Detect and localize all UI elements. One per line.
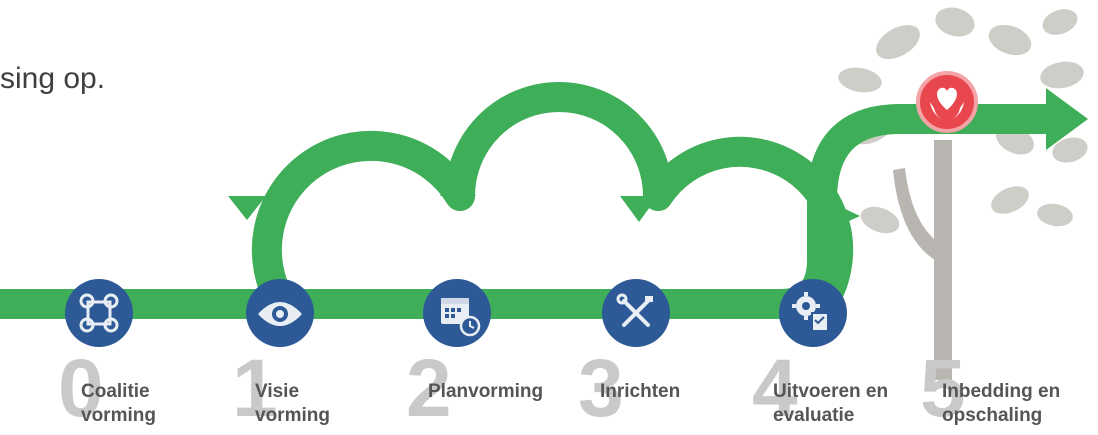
step-1-circle xyxy=(246,279,314,347)
step-5-label-line2: opschaling xyxy=(942,405,1043,426)
calendar-clock-icon xyxy=(441,298,481,337)
step-2-label-line1: Planvorming xyxy=(428,381,544,402)
step-3-label-line1: Inrichten xyxy=(600,381,681,402)
coalition-puzzle-icon xyxy=(79,293,119,333)
eye-icon xyxy=(258,302,302,326)
step-4-label: Uitvoeren en evaluatie xyxy=(773,380,888,428)
step-5-circle xyxy=(916,71,978,133)
step-0-label: Coalitie vorming xyxy=(81,380,156,428)
step-4-circle xyxy=(779,279,847,347)
step-1-number: 1 xyxy=(232,343,278,434)
step-4-label-line2: evaluatie xyxy=(773,405,855,426)
process-arrow xyxy=(0,82,1048,319)
step-1-label-line1: Visie xyxy=(255,381,300,402)
heading-text: sing op. xyxy=(0,62,106,95)
step-5-number: 5 xyxy=(920,343,966,434)
gear-checklist-icon xyxy=(792,292,829,332)
step-1-label-line2: vorming xyxy=(255,405,330,426)
step-0-label-line2: vorming xyxy=(81,405,156,426)
loop-arrow-heads xyxy=(228,170,860,234)
step-3-label: Inrichten xyxy=(600,380,680,404)
tools-icon xyxy=(616,293,653,327)
step-2-number: 2 xyxy=(406,343,452,434)
tree-trunk xyxy=(893,140,952,380)
step-0-label-line1: Coalitie xyxy=(81,381,150,402)
step-1-label: Visie vorming xyxy=(255,380,330,428)
step-3-circle xyxy=(602,279,670,347)
heart-hands-icon xyxy=(930,87,964,122)
step-4-number: 4 xyxy=(752,343,798,434)
step-2-circle xyxy=(423,279,491,347)
step-2-label: Planvorming xyxy=(428,380,543,404)
step-0-number: 0 xyxy=(58,343,104,434)
step-5-label-line1: Inbedding en xyxy=(942,381,1061,402)
step-0-circle xyxy=(65,279,133,347)
arrow-head xyxy=(1046,88,1088,150)
step-5-label: Inbedding en opschaling xyxy=(942,380,1060,428)
step-4-label-line1: Uitvoeren en xyxy=(773,381,889,402)
step-3-number: 3 xyxy=(578,343,624,434)
